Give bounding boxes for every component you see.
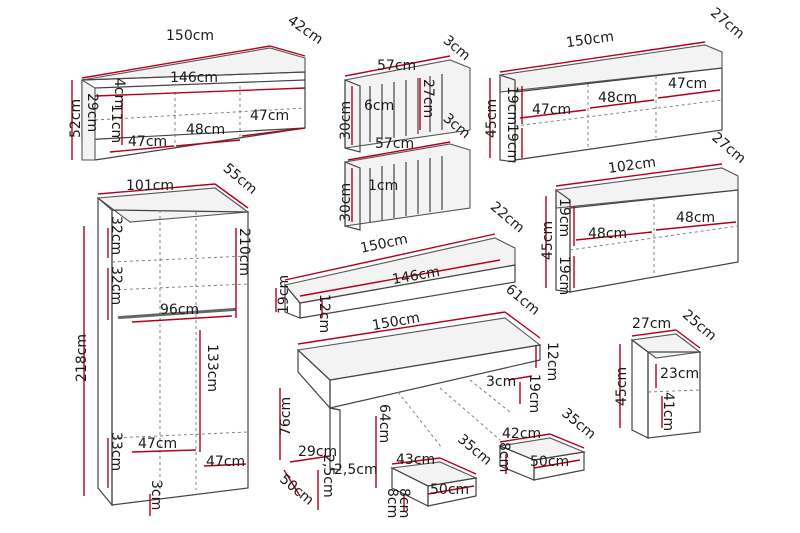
desk-top-shelf [284,237,516,319]
dim-33-bottom-shelf: 33cm [108,432,124,471]
dim-1-slat-width: 1cm [368,178,398,194]
dim-30-panel-height-lower: 30cm [338,183,354,222]
dim-218-wardrobe-height: 218cm [74,334,90,382]
sideboard-dimensions [71,45,306,160]
dim-57-panel-width-lower: 57cm [375,136,414,152]
panel-slats-lower [369,156,443,222]
dim-12-desk-top-thickness: 12cm [544,342,560,381]
wall-panel-upper [344,59,471,153]
dim-32-top-shelf: 32cm [108,216,124,255]
dim-146-inner-width: 146cm [170,70,218,86]
dim-43-drawer-width: 43cm [396,452,435,468]
dim-19-medium-upper: 19cm [556,198,572,237]
dim-2-5-leg-gap: 2,5cm [334,462,378,478]
dim-4-top-thickness: 4cm [111,78,127,108]
dim-50-leg-width: 50cm [276,471,316,508]
dim-23-cabinet-upper: 23cm [660,366,699,382]
dim-133-hanging-space: 133cm [204,344,220,392]
dim-35-drawer-depth-left: 35cm [454,431,494,468]
dim-11-shelf-gap: 11cm [108,104,124,143]
hanging-rail [118,307,236,320]
dim-57-panel-width-upper: 57cm [377,58,416,74]
dim-48-medium-right: 48cm [676,210,715,226]
dim-22-top-shelf-depth: 22cm [487,199,527,236]
dim-27-slat-height: 27cm [420,79,436,118]
dim-41-cabinet-inner: 41cm [660,392,676,431]
wall-panel-lower [344,143,471,231]
dim-50-drawer-inner-right: 50cm [530,454,569,470]
dim-8-drawer-front: 8cm [384,488,400,518]
wall-panel-dimensions [344,55,451,222]
dim-12-top-shelf-gap: 12cm [316,294,332,333]
drawer-left [390,461,478,507]
dim-19-desk-drawer-height: 19cm [526,374,542,413]
dim-19-top-shelf-height: 19cm [276,275,292,314]
dim-29-inner-height: 29cm [84,93,100,132]
dim-32-second-shelf: 32cm [108,266,124,305]
desk-dimensions [279,311,541,510]
dim-210-inner-height: 210cm [236,228,252,276]
dim-19-upper-compartment: 19cm [504,86,520,125]
dim-45-cabinet-height: 45cm [614,367,630,406]
dim-35-drawer-depth-right: 35cm [558,405,598,442]
dim-64-leg-height: 64cm [376,404,392,443]
dim-48-shelf-middle: 48cm [598,90,637,106]
dim-29-leg-depth: 29cm [298,444,337,460]
dim-52-sideboard-height: 52cm [68,99,84,138]
dim-150-shelf-width: 150cm [565,29,615,52]
panel-slats-upper [369,74,443,142]
dim-3-panel-depth-upper: 3cm [440,32,473,64]
dim-27-shelf-depth: 27cm [707,5,747,42]
dim-150-sideboard-width: 150cm [166,28,214,44]
wall-shelf-medium-dimensions [545,163,737,288]
dim-47-left-compartment: 47cm [128,134,167,150]
dim-47-bottom-right: 47cm [206,454,245,470]
dim-150-top-shelf-width: 150cm [359,231,409,257]
wall-shelf-large [499,44,723,163]
dim-47-shelf-left: 47cm [532,102,571,118]
dim-6-slat-gap: 6cm [364,98,394,114]
wardrobe [96,187,250,507]
desk [296,317,542,471]
drawer-right [497,437,587,481]
dim-27-medium-shelf-depth: 27cm [708,130,748,167]
dim-25-cabinet-depth: 25cm [679,307,719,344]
dim-101-wardrobe-width: 101cm [126,178,174,194]
dim-76-desk-height: 76cm [278,397,294,436]
dim-3-plinth: 3cm [148,480,164,510]
wall-shelf-medium [555,167,739,293]
dim-3-desk-gap: 3cm [486,374,516,390]
small-cabinet-dimensions [619,329,701,428]
desk-top-shelf-dimensions [275,233,501,318]
dim-61-desk-depth: 61cm [502,281,542,318]
small-cabinet [630,333,702,439]
wall-shelf-large-dimensions [489,41,721,158]
dim-27-cabinet-width: 27cm [632,316,671,332]
dim-2-5-leg-thickness: 2,5cm [320,454,336,498]
dim-19-lower-compartment: 19cm [504,124,520,163]
dim-8-drawer-height-left: 8cm [396,488,412,518]
dim-19-medium-lower: 19cm [556,256,572,295]
dim-42-sideboard-depth: 42cm [285,12,326,48]
dim-150-desk-width: 150cm [371,310,421,334]
wardrobe-dimensions [83,183,249,516]
dim-50-drawer-inner-left: 50cm [430,482,469,498]
dim-45-shelf-height: 45cm [484,99,500,138]
dim-47-bottom-left: 47cm [138,436,177,452]
dim-47-right-compartment: 47cm [250,108,289,124]
dim-47-shelf-right: 47cm [668,76,707,92]
dim-48-medium-left: 48cm [588,226,627,242]
sideboard-cabinet [81,47,306,161]
dim-42-drawer-width-right: 42cm [502,426,541,442]
dim-30-panel-height-upper: 30cm [338,101,354,140]
dim-45-medium-height: 45cm [540,221,556,260]
drawer-dimensions [391,433,585,512]
dim-96-inner-width: 96cm [160,302,199,318]
dim-8-drawer-height-right: 8cm [496,442,512,472]
dim-102-shelf-width: 102cm [607,154,657,177]
dim-48-middle-compartment: 48cm [186,122,225,138]
